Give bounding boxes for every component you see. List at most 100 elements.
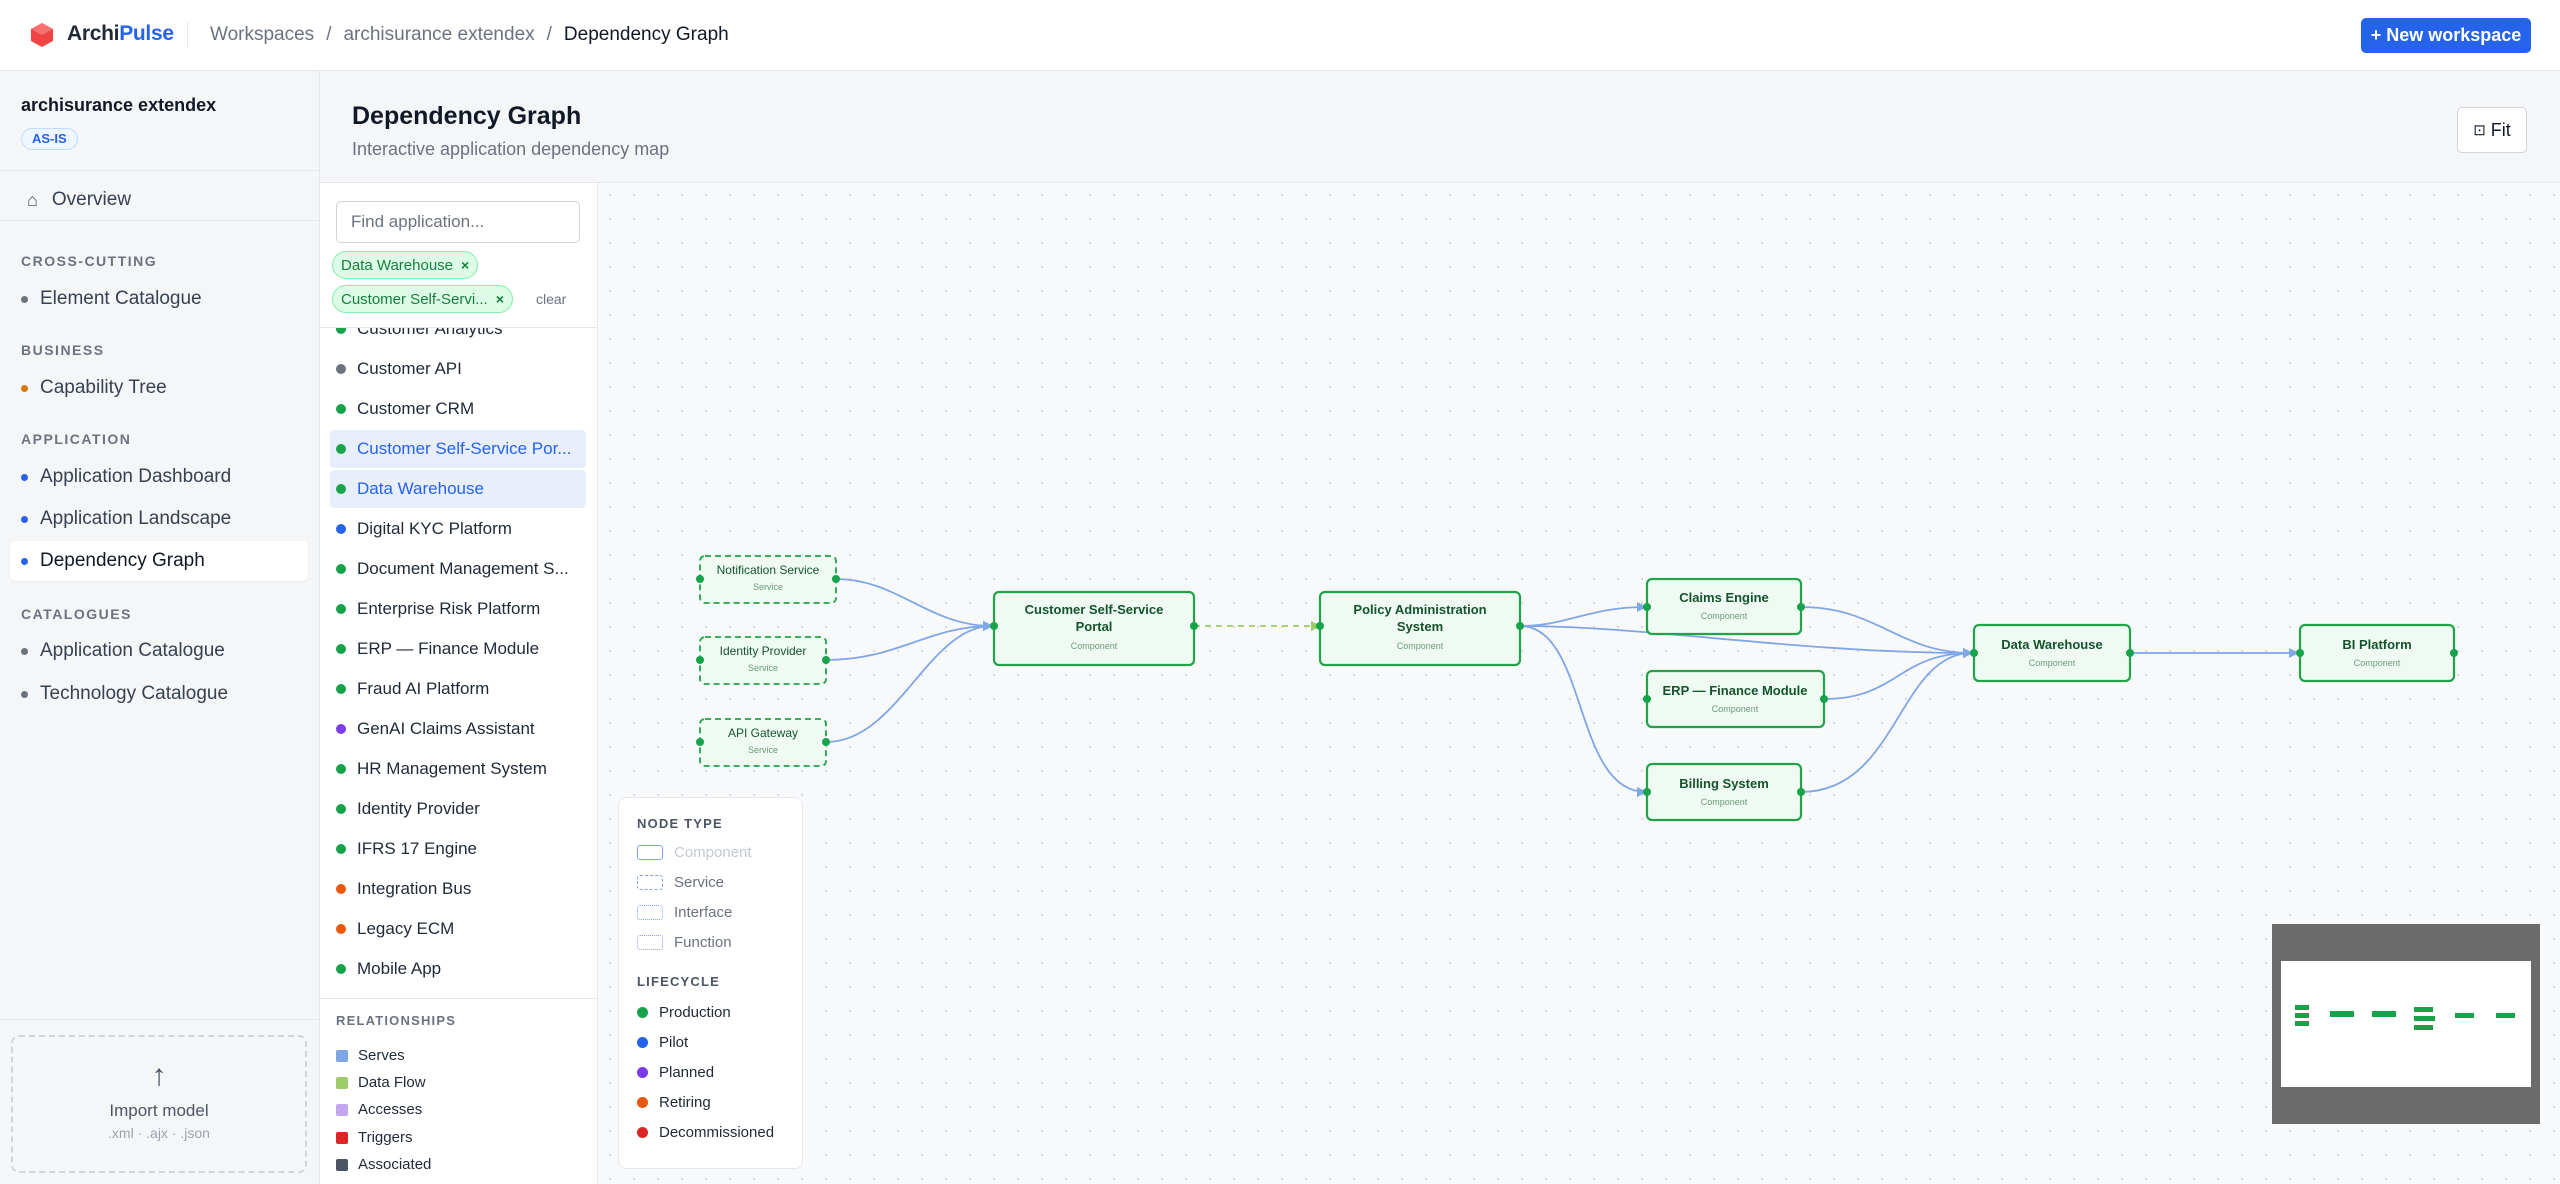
sidebar-item-element-catalogue[interactable]: Element Catalogue	[10, 279, 308, 319]
sidebar-item-application-catalogue[interactable]: Application Catalogue	[10, 631, 308, 671]
node-policy-administration-system[interactable]: Policy Administration System Component	[1316, 590, 1524, 667]
application-list-item[interactable]: Customer API	[330, 350, 586, 388]
application-list-item[interactable]: Legacy ECM	[330, 910, 586, 948]
application-list-item[interactable]: GenAI Claims Assistant	[330, 710, 586, 748]
minimap-viewport[interactable]	[2281, 961, 2531, 1087]
lifecycle-decommissioned[interactable]: Decommissioned	[637, 1124, 774, 1141]
lifecycle-dot	[336, 764, 346, 774]
relationship-data-flow: Data Flow	[336, 1074, 426, 1091]
relationships-divider	[320, 998, 597, 999]
section-title-catalogues: CATALOGUES	[21, 606, 132, 622]
edge-notification-to-portal[interactable]	[835, 578, 993, 631]
edge-billing-to-warehouse[interactable]	[1800, 648, 1973, 793]
node-type-function[interactable]: Function	[637, 934, 732, 951]
accesses-swatch	[336, 1103, 348, 1116]
application-name: IFRS 17 Engine	[357, 839, 478, 858]
application-list-item[interactable]: Identity Provider	[330, 790, 586, 828]
filter-chip-customer-self-service[interactable]: Customer Self-Servi... ×	[332, 285, 513, 313]
import-model-dropzone[interactable]: ↑ Import model .xml · .ajx · .json	[11, 1035, 307, 1173]
application-list-item[interactable]: IFRS 17 Engine	[330, 830, 586, 868]
edge-policy-to-claims[interactable]	[1519, 602, 1647, 627]
filter-chip-data-warehouse[interactable]: Data Warehouse ×	[332, 251, 479, 279]
application-name: ERP — Finance Module	[357, 639, 540, 658]
application-list-item[interactable]: Integration Bus	[330, 870, 586, 908]
node-type-label: Component	[674, 844, 752, 861]
edge-claims-to-warehouse[interactable]	[1800, 606, 1973, 658]
sidebar-item-capability-tree[interactable]: Capability Tree	[10, 368, 308, 408]
lifecycle-label: Planned	[659, 1064, 715, 1081]
svg-text:System: System	[1397, 619, 1443, 634]
edge-policy-to-warehouse[interactable]	[1519, 625, 1973, 658]
application-name: Customer Self-Service Por...	[357, 439, 572, 458]
fit-view-button[interactable]: ⊡ Fit	[2457, 107, 2527, 153]
function-swatch	[637, 935, 663, 950]
edge-policy-to-billing[interactable]	[1519, 625, 1647, 797]
node-erp-finance-module[interactable]: ERP — Finance Module Component	[1643, 669, 1828, 729]
application-list-item[interactable]: Customer Analytics	[330, 328, 586, 348]
node-type-component[interactable]: Component	[637, 844, 752, 861]
interface-swatch	[637, 905, 663, 920]
sidebar-item-label: Dependency Graph	[40, 550, 205, 571]
sidebar-item-application-landscape[interactable]: Application Landscape	[10, 499, 308, 539]
sidebar-item-application-dashboard[interactable]: Application Dashboard	[10, 457, 308, 497]
sidebar-item-dependency-graph[interactable]: Dependency Graph	[10, 541, 308, 581]
sidebar-item-overview[interactable]: ⌂ Overview	[27, 189, 131, 211]
dependency-graph[interactable]: Notification Service Service Identity Pr…	[598, 183, 2560, 1184]
application-list-item[interactable]: HR Management System	[330, 750, 586, 788]
minimap-node	[2330, 1011, 2354, 1017]
node-type-title: NODE TYPE	[637, 816, 723, 831]
serves-swatch	[336, 1049, 348, 1062]
section-title-business: BUSINESS	[21, 342, 105, 358]
graph-canvas[interactable]: Notification Service Service Identity Pr…	[598, 182, 2560, 1184]
application-list-item[interactable]: Data Warehouse	[330, 470, 586, 508]
application-list-item[interactable]: Customer CRM	[330, 390, 586, 428]
node-notification-service[interactable]: Notification Service Service	[696, 555, 840, 604]
lifecycle-pilot[interactable]: Pilot	[637, 1034, 688, 1051]
edge-identity-to-portal[interactable]	[825, 621, 993, 661]
brand-name[interactable]: ArchiPulse	[67, 22, 174, 46]
application-list-item[interactable]: Mobile App	[330, 950, 586, 988]
application-name: Customer CRM	[357, 399, 475, 418]
remove-chip-icon[interactable]: ×	[495, 291, 504, 307]
node-claims-engine[interactable]: Claims Engine Component	[1643, 577, 1805, 636]
node-customer-self-service-portal[interactable]: Customer Self-Service Portal Component	[990, 590, 1198, 667]
brand-name-part2: Pulse	[119, 22, 174, 45]
svg-text:Service: Service	[748, 745, 778, 755]
node-type-interface[interactable]: Interface	[637, 904, 732, 921]
sidebar-item-label: Application Landscape	[40, 508, 232, 529]
svg-text:Component: Component	[1071, 641, 1118, 651]
lifecycle-planned[interactable]: Planned	[637, 1064, 714, 1081]
breadcrumb-workspace[interactable]: archisurance extendex	[343, 24, 535, 45]
clear-filters-link[interactable]: clear	[536, 291, 567, 307]
lifecycle-dot	[336, 564, 346, 574]
sidebar-item-technology-catalogue[interactable]: Technology Catalogue	[10, 674, 308, 714]
node-type-service[interactable]: Service	[637, 874, 724, 891]
remove-chip-icon[interactable]: ×	[461, 257, 470, 273]
node-bi-platform[interactable]: BI Platform Component	[2296, 623, 2458, 683]
application-list-item[interactable]: Fraud AI Platform	[330, 670, 586, 708]
new-workspace-button[interactable]: + New workspace	[2361, 18, 2531, 53]
application-list-item[interactable]: Customer Self-Service Por...	[330, 430, 586, 468]
node-api-gateway[interactable]: API Gateway Service	[696, 718, 830, 767]
node-billing-system[interactable]: Billing System Component	[1643, 762, 1805, 822]
node-identity-provider[interactable]: Identity Provider Service	[696, 636, 830, 685]
application-list-item[interactable]: Digital KYC Platform	[330, 510, 586, 548]
lifecycle-title: LIFECYCLE	[637, 974, 721, 989]
application-name: Customer API	[357, 359, 462, 378]
svg-text:Customer Self-Service: Customer Self-Service	[1025, 602, 1164, 617]
edge-erp-to-warehouse[interactable]	[1823, 648, 1973, 700]
lifecycle-production[interactable]: Production	[637, 1004, 731, 1021]
find-application-input[interactable]	[336, 201, 580, 243]
sidebar-item-label: Capability Tree	[40, 377, 167, 398]
graph-minimap[interactable]	[2272, 924, 2540, 1124]
list-divider	[320, 327, 597, 328]
node-data-warehouse[interactable]: Data Warehouse Component	[1970, 623, 2134, 683]
application-list-item[interactable]: Enterprise Risk Platform	[330, 590, 586, 628]
sidebar-item-label: Overview	[51, 189, 132, 210]
breadcrumb-workspaces[interactable]: Workspaces	[210, 24, 315, 45]
application-list-item[interactable]: Document Management S...	[330, 550, 586, 588]
application-list-item[interactable]: ERP — Finance Module	[330, 630, 586, 668]
state-badge: AS-IS	[21, 128, 78, 150]
edge-apigw-to-portal[interactable]	[825, 621, 993, 743]
lifecycle-retiring[interactable]: Retiring	[637, 1094, 711, 1111]
